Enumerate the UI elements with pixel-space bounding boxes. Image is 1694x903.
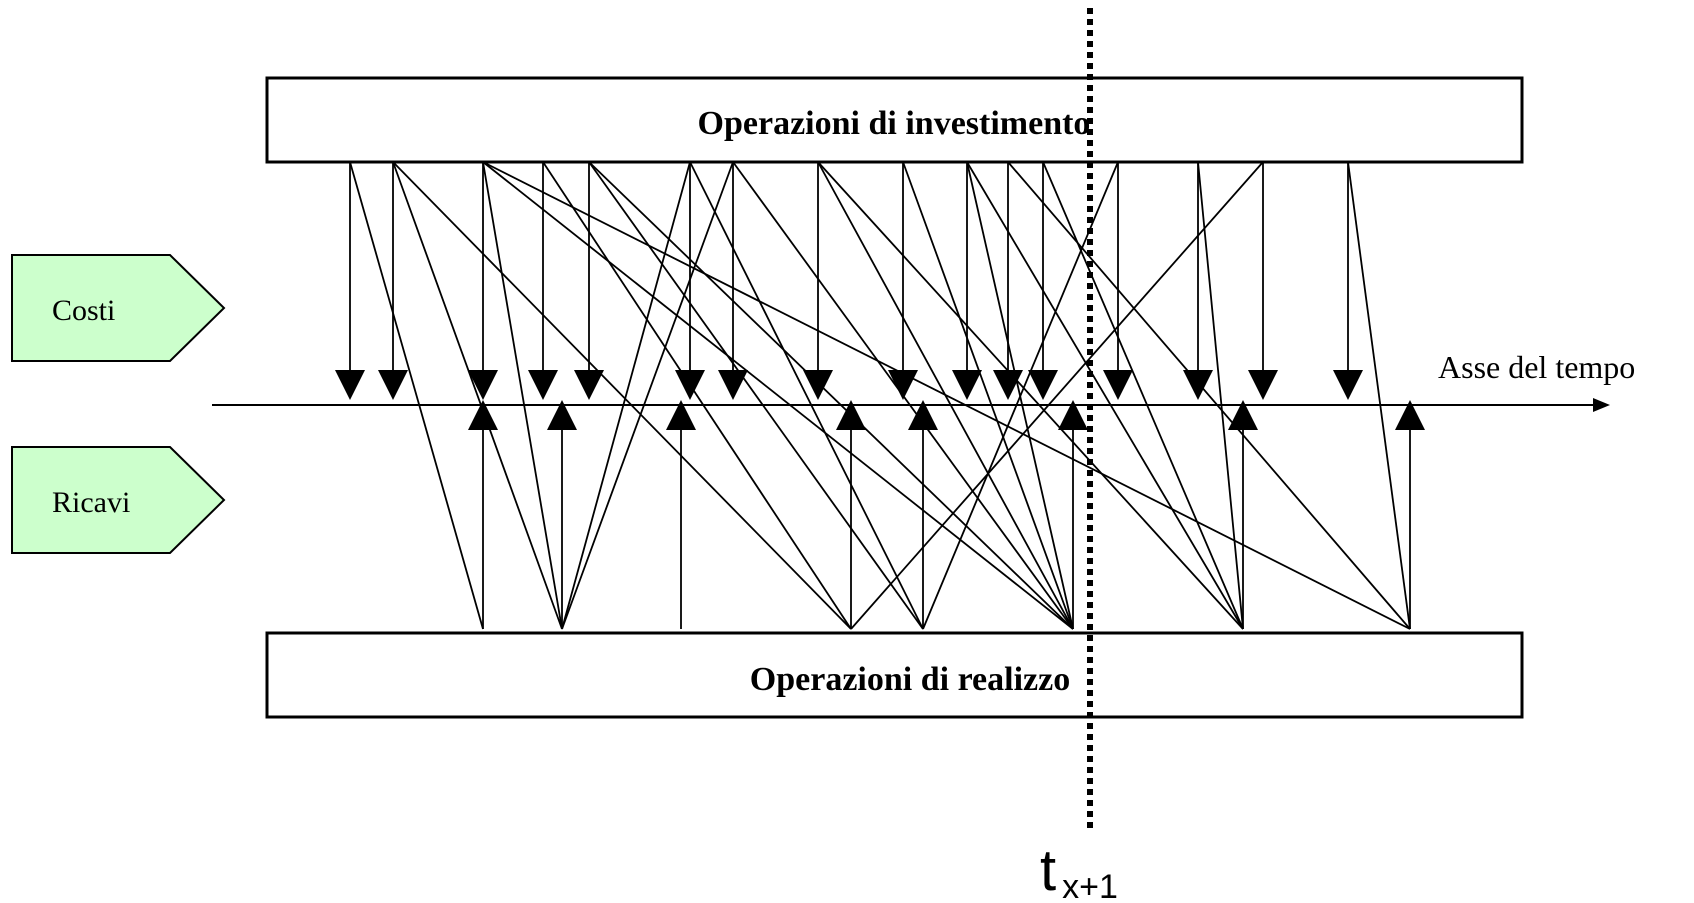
investment-operations-label: Operazioni di investimento — [698, 105, 1091, 142]
cost-arrowhead — [468, 370, 498, 400]
cost-arrowhead — [803, 370, 833, 400]
cross-flow-line — [392, 161, 852, 630]
time-axis: Asse del tempo — [212, 349, 1635, 412]
realization-operations-box: Operazioni di realizzo — [265, 631, 1524, 719]
cross-flow-line — [561, 161, 734, 630]
revenue-arrowhead — [468, 400, 498, 430]
revenue-arrowhead — [836, 400, 866, 430]
cost-arrowhead — [675, 370, 705, 400]
realization-operations-label: Operazioni di realizzo — [750, 661, 1070, 698]
cost-arrowhead — [1103, 370, 1133, 400]
revenue-arrowhead — [666, 400, 696, 430]
cross-flow-line — [588, 161, 924, 630]
cost-arrowhead — [718, 370, 748, 400]
revenues-tag-label: Ricavi — [52, 486, 130, 519]
cross-flow-line — [392, 161, 563, 630]
cost-arrowhead — [1248, 370, 1278, 400]
cost-arrowhead — [528, 370, 558, 400]
cross-flow-line — [1007, 161, 1411, 630]
revenue-arrowhead — [1395, 400, 1425, 430]
cross-flow-line — [482, 161, 1074, 630]
cross-flow-line — [850, 161, 1264, 630]
cross-flow-line — [561, 161, 691, 630]
revenue-arrowhead — [1058, 400, 1088, 430]
cross-flow-line — [966, 161, 1244, 630]
time-axis-label: Asse del tempo — [1438, 349, 1635, 385]
cost-arrowheads — [335, 370, 1363, 400]
cross-flow-line — [689, 161, 924, 630]
revenue-arrowheads — [468, 400, 1425, 430]
cross-flow-line — [349, 161, 484, 630]
revenues-tag: Ricavi — [11, 446, 226, 554]
investment-operations-box: Operazioni di investimento — [265, 76, 1524, 164]
cross-flow-line — [902, 161, 1074, 630]
cost-arrowhead — [1183, 370, 1213, 400]
time-marker-main: t — [1040, 838, 1056, 903]
costs-tag-label: Costi — [52, 294, 115, 327]
cost-arrowhead — [952, 370, 982, 400]
cost-arrowhead — [888, 370, 918, 400]
revenue-arrowhead — [908, 400, 938, 430]
cost-arrowhead — [378, 370, 408, 400]
cost-arrowhead — [574, 370, 604, 400]
cross-flow-line — [588, 161, 1074, 630]
costs-tag: Costi — [11, 254, 226, 362]
cross-flow-line — [542, 161, 852, 630]
time-marker-subscript: x+1 — [1062, 868, 1118, 903]
connector-lines — [349, 161, 1411, 630]
cost-arrowhead — [1333, 370, 1363, 400]
cross-flow-line — [1347, 161, 1411, 630]
cross-flow-line — [482, 161, 563, 630]
cross-flow-line — [922, 161, 1119, 630]
cost-arrowhead — [993, 370, 1023, 400]
time-marker-label: t x+1 — [1040, 838, 1118, 903]
revenue-arrowhead — [547, 400, 577, 430]
cross-flow-line — [1042, 161, 1244, 630]
cross-flow-line — [817, 161, 1244, 630]
cost-arrowhead — [335, 370, 365, 400]
cross-flow-line — [1197, 161, 1244, 630]
revenue-arrowhead — [1228, 400, 1258, 430]
cost-arrowhead — [1028, 370, 1058, 400]
cross-flow-line — [817, 161, 1074, 630]
time-axis-arrowhead — [1593, 398, 1610, 412]
